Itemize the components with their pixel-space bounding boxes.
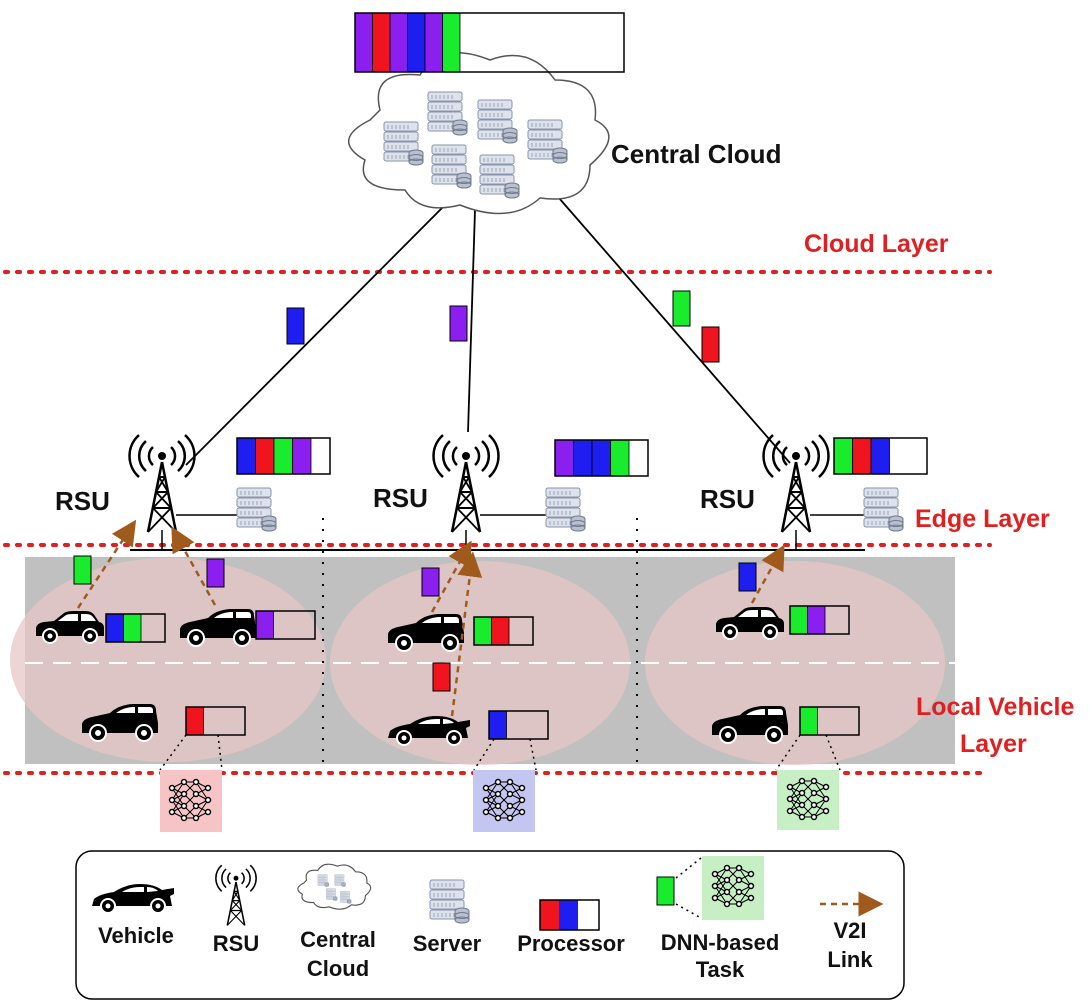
vehicle-5-processor — [185, 706, 246, 736]
rsu-2-task-slot — [573, 439, 593, 477]
rsu-2-task-slot — [610, 439, 630, 477]
cloud-processor — [354, 12, 625, 73]
legend-dnn-label-line1: DNN-based — [660, 930, 780, 955]
rsu-1-task-slot — [255, 437, 275, 475]
offload-task-purple-1 — [206, 558, 225, 588]
central-cloud-label: Central Cloud — [611, 139, 782, 169]
dnn-model-3 — [777, 770, 839, 830]
legend-server-label: Server — [412, 931, 482, 956]
rsu-3-task-slot — [852, 437, 872, 475]
local-vehicle-layer-label-line1: Local Vehicle — [916, 693, 1075, 721]
offload-task-red — [432, 662, 451, 692]
task-in-transit-green — [672, 290, 691, 327]
legend-processor-label: Processor — [517, 931, 625, 956]
rsu-2-server-icon — [545, 487, 586, 532]
vehicle-3-task-slot — [473, 616, 492, 646]
cloud-task-slot — [372, 12, 391, 73]
rsu-2-task-slot — [591, 439, 611, 477]
rsu-1-task-slot — [236, 437, 256, 475]
cloud-link-1 — [185, 204, 446, 466]
rsu-1-task-slot — [273, 437, 293, 475]
vehicle-4-task-slot — [789, 605, 808, 635]
legend-box — [75, 850, 905, 1000]
vehicle-2-processor — [255, 610, 316, 640]
vehicle-3-processor — [473, 616, 534, 646]
v2i-link-3 — [430, 540, 472, 613]
cloud-task-slot — [407, 12, 426, 73]
v2i-link-2 — [171, 526, 217, 606]
rsu-2-task-slot — [554, 439, 574, 477]
rsu-2-processor — [554, 439, 649, 477]
rsu-1-server-icon — [236, 487, 277, 532]
legend-rsu-label: RSU — [212, 931, 260, 956]
legend-processor-icon — [539, 899, 600, 931]
v2i-link-5 — [750, 544, 785, 604]
legend-link-label-line2: Link — [827, 947, 873, 972]
vehicle-3-task-slot — [491, 616, 510, 646]
legend-server-icon — [429, 879, 470, 924]
vehicle-5-task-slot — [185, 706, 204, 736]
task-in-transit-red — [701, 326, 720, 363]
rsu-3-processor — [833, 437, 928, 475]
vehicle-4-task-slot — [807, 605, 826, 635]
rsu-3-server-icon — [863, 487, 904, 532]
coverage-zone-1 — [10, 558, 326, 762]
offload-task-green — [73, 555, 92, 585]
legend-cloud-label-line2: Cloud — [306, 956, 370, 981]
vehicle-4-processor — [789, 605, 850, 635]
legend-dnn-task-icon — [656, 856, 764, 920]
vehicle-1-processor — [105, 613, 166, 643]
vehicle-7-task-slot — [799, 706, 818, 736]
vehicle-6-processor — [488, 710, 549, 740]
cloud-layer-label: Cloud Layer — [804, 230, 949, 258]
rsu-1-task-slot — [292, 437, 312, 475]
offload-task-blue — [738, 562, 757, 592]
vehicle-2-task-slot — [255, 610, 274, 640]
v2i-link-1 — [76, 519, 137, 609]
legend-vehicle-label: Vehicle — [98, 923, 174, 948]
vehicle-7-processor — [799, 706, 860, 736]
local-vehicle-layer-label-line2: Layer — [960, 730, 1027, 758]
rsu-3-task-slot — [870, 437, 890, 475]
dnn-model-2 — [473, 770, 535, 832]
rsu-3-task-slot — [833, 437, 853, 475]
task-in-transit-purple — [449, 305, 468, 342]
rsu-1-processor — [236, 437, 331, 475]
rsu-2-label: RSU — [373, 483, 428, 513]
cloud-task-slot — [424, 12, 443, 73]
cloud-task-slot — [442, 12, 461, 73]
edge-layer-label: Edge Layer — [915, 505, 1050, 533]
legend-cloud-icon — [297, 863, 372, 910]
rsu-1-tower-icon — [128, 433, 196, 534]
task-in-transit-blue — [286, 307, 305, 345]
vehicle-1-task-slot — [123, 613, 142, 643]
cloud-task-slot — [354, 12, 373, 73]
dnn-model-1 — [160, 770, 222, 832]
legend-v2i-label-line1: V2I — [833, 918, 867, 943]
vehicle-1-task-slot — [105, 613, 124, 643]
rsu-3-tower-icon — [762, 433, 830, 534]
legend-central-label-line1: Central — [300, 927, 376, 952]
rsu-1-label: RSU — [55, 486, 110, 516]
cloud-task-slot — [389, 12, 408, 73]
vehicle-6-task-slot — [488, 710, 507, 740]
rsu-3-label: RSU — [700, 484, 755, 514]
central-cloud-icon — [347, 52, 610, 215]
offload-task-purple-2 — [421, 567, 440, 597]
rsu-2-tower-icon — [432, 433, 500, 534]
cloud-link-2 — [467, 209, 476, 433]
cloud-link-3 — [551, 189, 791, 464]
legend-task-label-line2: Task — [695, 957, 745, 982]
v2i-link-4 — [450, 551, 483, 717]
